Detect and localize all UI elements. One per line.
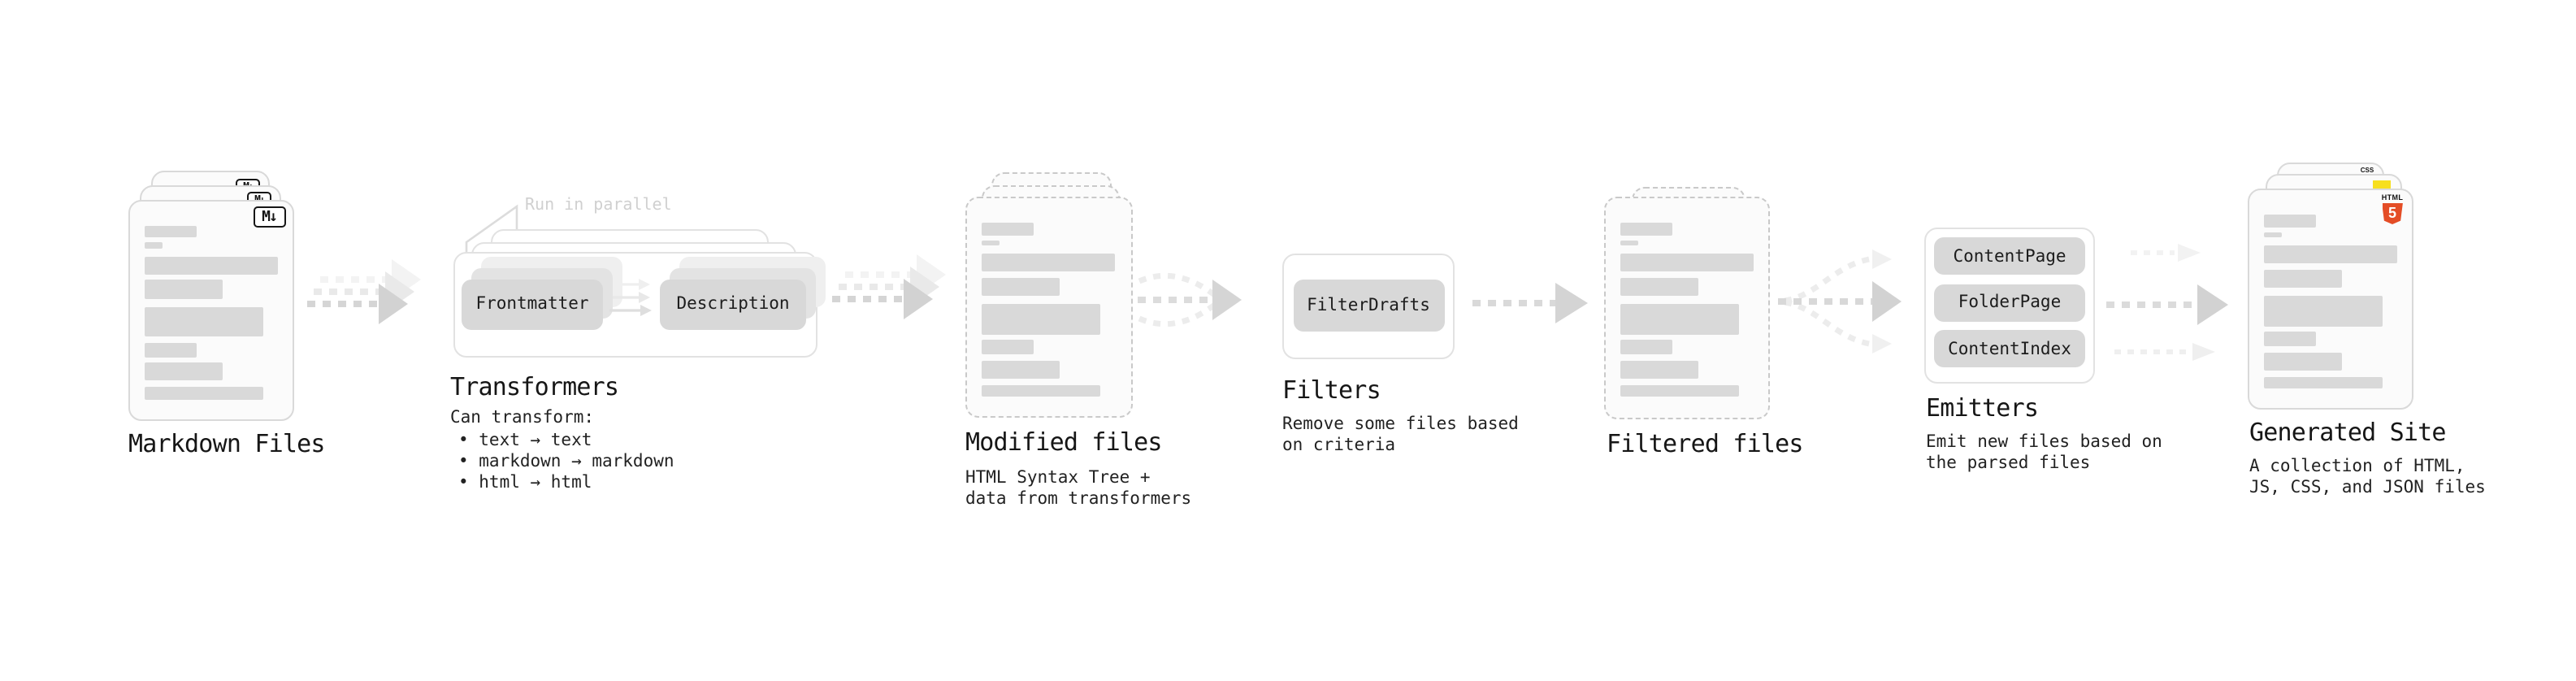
- modified-file-card: [965, 197, 1132, 417]
- placeholder-text-bar: [1620, 240, 1637, 245]
- placeholder-text-bar: [1620, 384, 1738, 397]
- placeholder-text-bar: [145, 387, 263, 399]
- placeholder-text-bar: [145, 242, 163, 248]
- filters-caption: on criteria: [1282, 435, 1396, 454]
- modified-files-caption: data from transformers: [965, 488, 1192, 508]
- placeholder-text-bar: [982, 223, 1034, 235]
- placeholder-text-bar: [2263, 296, 2382, 326]
- placeholder-text-bar: [145, 306, 263, 336]
- frontmatter-node: Frontmatter: [462, 279, 603, 329]
- placeholder-text-bar: [1620, 360, 1698, 378]
- placeholder-text-bar: [2263, 232, 2281, 237]
- placeholder-text-bar: [982, 360, 1060, 378]
- placeholder-text-bar: [1620, 340, 1672, 354]
- placeholder-text-bar: [982, 304, 1100, 334]
- placeholder-text-bar: [2263, 269, 2341, 288]
- placeholder-text-bar: [982, 277, 1060, 296]
- placeholder-text-bar: [145, 280, 223, 298]
- placeholder-text-bar: [2263, 215, 2315, 227]
- placeholder-text-bar: [1620, 304, 1738, 334]
- flow-arrow-markdown-to-transformers: [307, 259, 421, 324]
- transformers-caption: Can transform:: [450, 408, 595, 427]
- flow-arrow-emitters-to-site: [2106, 244, 2228, 361]
- transformers-bullet: • markdown → markdown: [458, 451, 674, 471]
- placeholder-text-bar: [2263, 332, 2315, 346]
- filtered-files-title: Filtered files: [1607, 429, 1803, 458]
- generated-site-title: Generated Site: [2249, 417, 2446, 446]
- site-file-card: HTML 5: [2247, 189, 2413, 409]
- transformers-bullet: • html → html: [458, 472, 592, 492]
- flow-arrow-filtered-to-emitters: [1778, 249, 1902, 354]
- modified-files-title: Modified files: [965, 427, 1162, 457]
- filterdrafts-node: FilterDrafts: [1293, 279, 1444, 331]
- emitters-caption: Emit new files based on: [1926, 432, 2162, 451]
- placeholder-text-bar: [1620, 277, 1698, 296]
- flow-arrow-modified-to-filters: [1138, 272, 1242, 327]
- html5-icon: HTML 5: [2381, 193, 2404, 224]
- placeholder-text-bar: [2263, 352, 2341, 370]
- placeholder-text-bar: [1620, 223, 1672, 235]
- placeholder-text-bar: [2263, 245, 2396, 263]
- placeholder-text-bar: [982, 240, 1000, 245]
- markdown-icon: M↓: [253, 206, 285, 228]
- emitters-caption: the parsed files: [1926, 453, 2091, 472]
- run-in-parallel-label: Run in parallel: [525, 197, 672, 215]
- filters-title: Filters: [1282, 375, 1381, 404]
- placeholder-text-bar: [145, 225, 197, 237]
- placeholder-text-bar: [2263, 376, 2382, 388]
- contentindex-node: ContentIndex: [1934, 330, 2085, 367]
- transformers-bullet: • text → text: [458, 430, 592, 449]
- generated-site-caption: A collection of HTML,: [2249, 456, 2465, 475]
- placeholder-text-bar: [1620, 254, 1753, 271]
- markdown-file-card: M↓: [128, 199, 293, 421]
- folderpage-node: FolderPage: [1934, 284, 2085, 321]
- filtered-file-card: [1603, 197, 1770, 419]
- contentpage-node: ContentPage: [1934, 237, 2085, 275]
- flow-arrow-transformers-to-modified: [832, 254, 946, 319]
- modified-files-caption: HTML Syntax Tree +: [965, 467, 1151, 487]
- placeholder-text-bar: [982, 384, 1100, 397]
- description-node: Description: [660, 279, 806, 329]
- placeholder-text-bar: [982, 254, 1115, 271]
- flow-arrow-filters-to-filtered: [1472, 283, 1588, 323]
- transformers-title: Transformers: [450, 371, 619, 401]
- placeholder-text-bar: [145, 362, 223, 380]
- markdown-files-title: Markdown Files: [128, 429, 325, 458]
- placeholder-text-bar: [145, 256, 278, 274]
- generated-site-caption: JS, CSS, and JSON files: [2249, 477, 2486, 497]
- transformer-parallel-arrows: [609, 279, 652, 316]
- js-icon: [2372, 180, 2390, 188]
- placeholder-text-bar: [982, 340, 1034, 354]
- filters-caption: Remove some files based: [1282, 414, 1519, 433]
- placeholder-text-bar: [145, 342, 197, 357]
- emitters-title: Emitters: [1926, 393, 2039, 422]
